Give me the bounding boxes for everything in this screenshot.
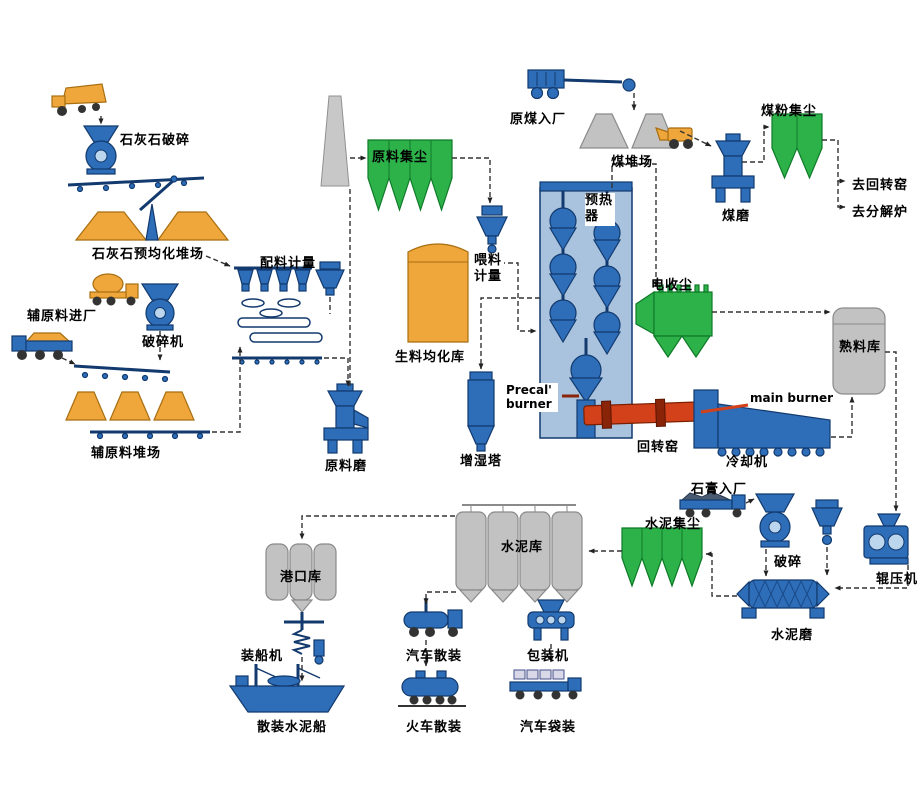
bulk-truck-icon bbox=[403, 598, 463, 637]
label-truck-bulk-loading: 汽车散装 bbox=[405, 649, 463, 664]
esp-icon bbox=[635, 284, 713, 359]
label-batching-metering: 配料计量 bbox=[259, 256, 317, 271]
label-port-silo: 港口库 bbox=[279, 570, 323, 585]
label-ship-loader: 装船机 bbox=[240, 649, 284, 664]
label-raw-coal-entry: 原煤入厂 bbox=[509, 112, 567, 127]
coal-dust-collector-icon bbox=[771, 113, 823, 180]
stacker-icon bbox=[139, 175, 178, 212]
label-feed-metering: 喂料计量 bbox=[474, 253, 504, 286]
roller-press-icon bbox=[863, 513, 909, 565]
label-main-burner: main burner bbox=[750, 391, 834, 405]
mixer-truck-icon bbox=[89, 273, 139, 306]
aux-conveyor-icon bbox=[73, 364, 171, 383]
burner-lines bbox=[562, 394, 749, 414]
cement-silo-icon bbox=[455, 504, 583, 603]
aux-crusher-icon bbox=[140, 283, 180, 331]
raw-dust-collector-icon bbox=[367, 139, 453, 212]
label-gypsum-entry: 石膏入厂 bbox=[690, 482, 748, 497]
ship-loader-icon bbox=[284, 612, 325, 665]
belt-conveyor-icon bbox=[232, 317, 323, 365]
label-cement-dust-collector: 水泥集尘 bbox=[644, 517, 702, 532]
flow-lines bbox=[61, 93, 909, 682]
label-coal-mill: 煤磨 bbox=[721, 209, 751, 224]
label-roller-press: 辊压机 bbox=[875, 572, 919, 587]
cement-dust-collector-icon bbox=[621, 527, 703, 588]
limestone-stockpile-icon bbox=[74, 203, 230, 241]
label-limestone-crushing: 石灰石破碎 bbox=[119, 133, 191, 148]
bagged-truck-icon bbox=[509, 669, 582, 700]
label-cooler: 冷却机 bbox=[725, 455, 769, 470]
label-packing-machine: 包装机 bbox=[526, 649, 570, 664]
chimney-icon bbox=[320, 95, 350, 187]
batching-hoppers-icon bbox=[234, 266, 312, 318]
clinker-hopper-icon bbox=[811, 499, 843, 546]
raw-meal-silo-icon bbox=[407, 243, 469, 343]
clinker-silo-icon bbox=[832, 307, 886, 395]
label-train-bulk-loading: 火车散装 bbox=[405, 720, 463, 735]
label-truck-bag-loading: 汽车袋装 bbox=[519, 720, 577, 735]
label-aux-material-yard: 辅原料堆场 bbox=[90, 446, 162, 461]
aux-stockpile-icon bbox=[65, 391, 195, 421]
gypsum-truck-icon bbox=[679, 491, 746, 518]
label-cement-silo: 水泥库 bbox=[500, 540, 544, 555]
feed-metering-icon bbox=[476, 205, 508, 254]
cement-mill-icon bbox=[736, 579, 830, 619]
label-limestone-preblending-yard: 石灰石预均化堆场 bbox=[91, 247, 205, 262]
aux-reclaim-conveyor-icon bbox=[90, 430, 210, 440]
humidifier-tower-icon bbox=[467, 371, 495, 452]
label-esp: 电收尘 bbox=[650, 278, 694, 293]
port-silo-icon bbox=[265, 543, 337, 613]
label-gypsum-crushing: 破碎 bbox=[773, 555, 803, 570]
label-cement-mill: 水泥磨 bbox=[770, 628, 814, 643]
train-wagon-icon bbox=[398, 670, 466, 707]
bulk-ship-icon bbox=[228, 664, 346, 713]
coal-elevator-icon bbox=[563, 78, 636, 92]
label-rotary-kiln: 回转窑 bbox=[636, 440, 680, 455]
dump-truck-icon bbox=[51, 83, 107, 116]
wheel-loader-icon bbox=[655, 127, 693, 149]
coal-mill-icon bbox=[711, 133, 755, 203]
label-raw-meal-dust-collector: 原料集尘 bbox=[371, 150, 429, 165]
label-raw-meal-silo: 生料均化库 bbox=[394, 350, 466, 365]
gypsum-crusher-icon bbox=[754, 493, 796, 548]
label-aux-material-entry: 辅原料进厂 bbox=[26, 309, 98, 324]
label-to-calciner: 去分解炉 bbox=[852, 205, 909, 220]
label-humidifier-tower: 增湿塔 bbox=[459, 454, 503, 469]
coal-unloader-icon bbox=[527, 69, 565, 100]
cooler-icon bbox=[693, 389, 831, 457]
label-to-rotary-kiln: 去回转窑 bbox=[852, 178, 909, 193]
flatbed-truck-icon bbox=[11, 332, 73, 360]
limestone-conveyor-icon bbox=[67, 176, 205, 193]
label-coal-yard: 煤堆场 bbox=[610, 155, 654, 170]
label-coal-dust-collector: 煤粉集尘 bbox=[760, 104, 818, 119]
label-preheater: 预热器 bbox=[585, 193, 615, 226]
feed-bin-icon bbox=[315, 261, 345, 296]
label-aux-crusher: 破碎机 bbox=[141, 335, 185, 350]
raw-mill-icon bbox=[323, 383, 369, 454]
label-bulk-cement-ship: 散装水泥船 bbox=[256, 720, 328, 735]
label-clinker-silo: 熟料库 bbox=[838, 340, 882, 355]
limestone-crusher-icon bbox=[82, 125, 120, 175]
label-precal-burner: Precal' burner bbox=[506, 383, 558, 412]
packing-machine-icon bbox=[527, 599, 575, 641]
label-raw-mill: 原料磨 bbox=[324, 459, 368, 474]
